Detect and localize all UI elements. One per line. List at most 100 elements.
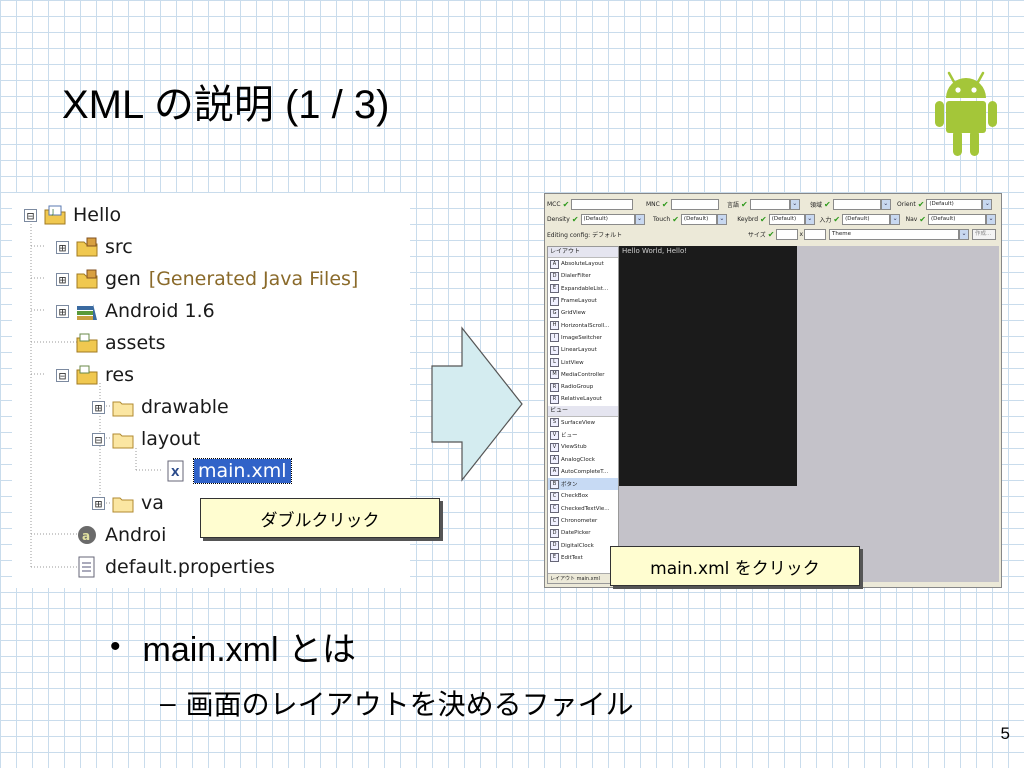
expand-icon[interactable]: ⊞ bbox=[56, 272, 69, 286]
orient-select[interactable]: (Default) bbox=[926, 198, 983, 210]
tree-item-src[interactable]: ⊞ src bbox=[56, 232, 133, 262]
widget-icon: I bbox=[550, 333, 559, 343]
density-select[interactable]: (Default) bbox=[580, 213, 635, 225]
create-button[interactable]: 作成... bbox=[972, 228, 996, 240]
chevron-down-icon[interactable]: ⌄ bbox=[986, 213, 996, 225]
palette-layouts-header[interactable]: レイアウト bbox=[548, 247, 618, 258]
check-icon: ✔ bbox=[824, 199, 831, 209]
palette-item-label: DatePicker bbox=[561, 530, 591, 537]
chevron-down-icon[interactable]: ⌄ bbox=[634, 213, 645, 225]
palette-item-label: AbsoluteLayout bbox=[561, 261, 604, 268]
layout-canvas[interactable]: Hello World, Hello! bbox=[619, 246, 999, 582]
properties-file-icon bbox=[78, 556, 95, 578]
folder-icon bbox=[112, 497, 134, 513]
palette-item-label: RadioGroup bbox=[561, 384, 594, 391]
palette-views-header[interactable]: ビュー bbox=[548, 405, 618, 417]
expand-icon[interactable]: ⊞ bbox=[56, 240, 69, 254]
widget-icon: V bbox=[550, 442, 559, 452]
expand-icon[interactable]: ⊞ bbox=[56, 304, 69, 318]
tree-item-android-manifest[interactable]: a Androi bbox=[75, 520, 166, 550]
generated-files-note: [Generated Java Files] bbox=[148, 268, 359, 290]
tree-item-gen[interactable]: ⊞ gen [Generated Java Files] bbox=[56, 264, 358, 294]
chevron-down-icon[interactable]: ⌄ bbox=[880, 198, 891, 210]
tree-item-main-xml[interactable]: X main.xml bbox=[164, 456, 292, 486]
tree-item-drawable[interactable]: ⊞ drawable bbox=[92, 392, 229, 422]
size-width-input[interactable] bbox=[776, 228, 799, 240]
chevron-down-icon[interactable]: ⌄ bbox=[804, 213, 815, 225]
density-label: Density bbox=[547, 215, 570, 223]
collapse-icon[interactable]: ⊟ bbox=[92, 432, 105, 446]
tree-item-label: default.properties bbox=[105, 556, 275, 578]
expand-icon[interactable]: ⊞ bbox=[92, 400, 105, 414]
widget-icon: M bbox=[550, 370, 559, 380]
tree-item-label: assets bbox=[105, 332, 166, 354]
language-select[interactable] bbox=[749, 198, 790, 210]
tree-item-res[interactable]: ⊟ res bbox=[56, 360, 134, 390]
editor-config-row-3: Editing config: デフォルト サイズ✔x Theme⌄ 作成... bbox=[547, 227, 999, 241]
collapse-icon[interactable]: ⊟ bbox=[56, 368, 69, 382]
widget-icon: F bbox=[550, 296, 559, 306]
check-icon: ✔ bbox=[672, 214, 679, 224]
android-manifest-icon: a bbox=[78, 526, 96, 544]
nav-select[interactable]: (Default) bbox=[928, 213, 986, 225]
chevron-down-icon[interactable]: ⌄ bbox=[890, 213, 901, 225]
tree-item-hello[interactable]: ⊟ J Hello bbox=[24, 200, 121, 230]
tree-item-layout[interactable]: ⊟ layout bbox=[92, 424, 200, 454]
chevron-down-icon[interactable]: ⌄ bbox=[716, 213, 727, 225]
size-height-input[interactable] bbox=[804, 228, 826, 240]
tree-item-assets[interactable]: assets bbox=[75, 328, 165, 358]
keyboard-label: Keybrd bbox=[737, 215, 759, 223]
tree-item-label: src bbox=[105, 236, 133, 258]
widget-icon: A bbox=[550, 467, 559, 477]
widget-icon: S bbox=[550, 418, 559, 428]
tree-item-android-library[interactable]: ⊞ Android 1.6 bbox=[56, 296, 215, 326]
widget-icon: G bbox=[550, 308, 559, 318]
input-select[interactable]: (Default) bbox=[842, 213, 891, 225]
mnc-input[interactable] bbox=[670, 198, 719, 210]
theme-select[interactable]: Theme bbox=[829, 228, 959, 240]
region-select[interactable] bbox=[832, 198, 881, 210]
editor-tabs[interactable]: レイアウト main.xml bbox=[548, 573, 618, 583]
expand-icon[interactable]: ⊞ bbox=[92, 496, 105, 510]
check-icon: ✔ bbox=[562, 199, 570, 209]
collapse-icon[interactable]: ⊟ bbox=[24, 208, 37, 222]
chevron-down-icon[interactable]: ⌄ bbox=[982, 198, 993, 210]
touch-select[interactable]: (Default) bbox=[680, 213, 717, 225]
bullet-level-1: • main.xml とは bbox=[110, 622, 634, 671]
mcc-input[interactable] bbox=[571, 198, 634, 210]
keyboard-select[interactable]: (Default) bbox=[768, 213, 805, 225]
chevron-down-icon[interactable]: ⌄ bbox=[959, 228, 969, 240]
widget-icon: D bbox=[550, 541, 559, 551]
tree-item-default-properties[interactable]: default.properties bbox=[75, 552, 275, 582]
chevron-down-icon[interactable]: ⌄ bbox=[789, 198, 800, 210]
tree-item-label: Androi bbox=[105, 524, 167, 546]
tree-item-values[interactable]: ⊞ va bbox=[92, 488, 164, 518]
palette-item-label: Chronometer bbox=[561, 518, 598, 525]
